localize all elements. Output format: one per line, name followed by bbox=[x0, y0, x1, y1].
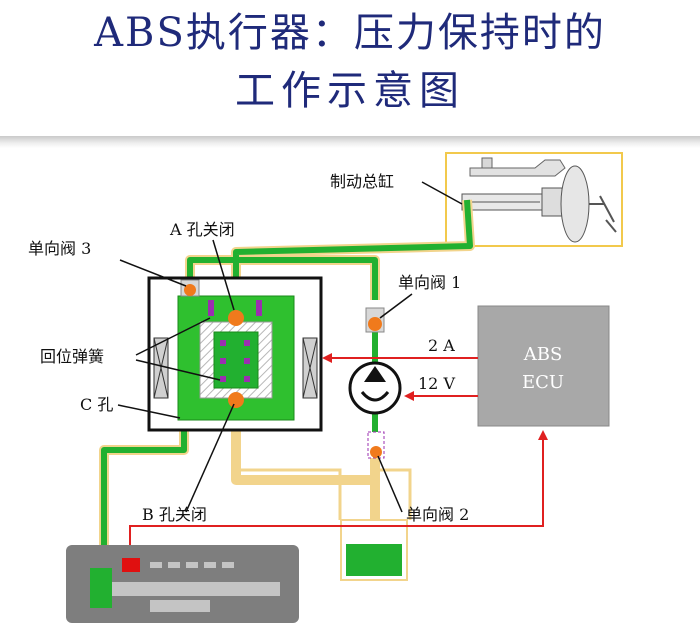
abs-ecu: ABS ECU bbox=[477, 305, 610, 427]
label-hole-b-closed: B 孔关闭 bbox=[142, 505, 207, 524]
title-line-1: ABS执行器：压力保持时的 bbox=[94, 10, 606, 56]
label-voltage: 12 V bbox=[418, 374, 455, 393]
solenoid-valve bbox=[147, 276, 323, 432]
pump bbox=[348, 361, 402, 415]
label-current: 2 A bbox=[428, 336, 455, 355]
check-valve-3 bbox=[180, 279, 200, 297]
signal-arrowheads bbox=[322, 353, 548, 440]
label-hole-c: C 孔 bbox=[80, 395, 113, 414]
leader-lines bbox=[117, 181, 463, 513]
ecu-label-line-1: ABS bbox=[523, 344, 563, 365]
reservoir bbox=[340, 519, 408, 581]
master-cylinder bbox=[445, 152, 623, 247]
return-lines bbox=[234, 396, 412, 520]
title-divider bbox=[0, 136, 700, 148]
label-check-valve-1: 单向阀 1 bbox=[398, 273, 461, 292]
label-check-valve-3: 单向阀 3 bbox=[28, 239, 91, 258]
label-return-spring: 回位弹簧 bbox=[40, 347, 104, 366]
diagram-title: ABS执行器：压力保持时的 工作示意图 bbox=[0, 4, 700, 120]
springs bbox=[208, 300, 262, 382]
hole-b-valve bbox=[228, 392, 244, 408]
title-line-2: 工作示意图 bbox=[235, 68, 465, 114]
check-valve-2 bbox=[367, 431, 385, 459]
hole-a-valve bbox=[228, 310, 244, 326]
ecu-label-line-2: ECU bbox=[522, 372, 564, 393]
label-master-cylinder: 制动总缸 bbox=[330, 172, 394, 191]
check-valve-1 bbox=[365, 307, 385, 333]
wheel-cylinder bbox=[66, 545, 299, 623]
label-hole-a-closed: A 孔关闭 bbox=[169, 220, 235, 239]
label-check-valve-2: 单向阀 2 bbox=[406, 505, 469, 524]
